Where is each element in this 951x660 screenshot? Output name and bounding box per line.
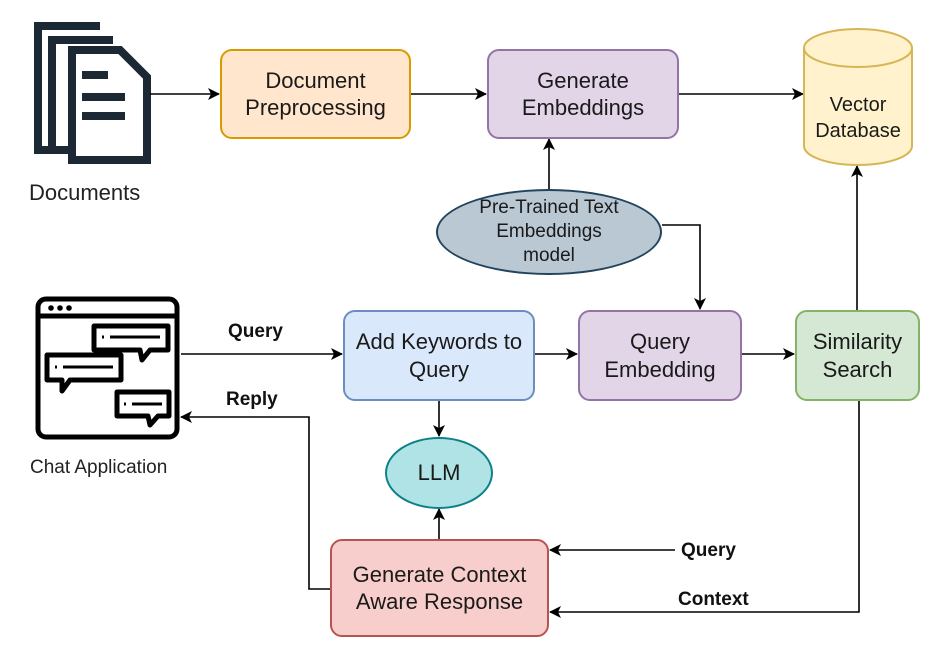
edge-label-query-bottom: Query: [681, 540, 736, 561]
edge-label-context: Context: [678, 589, 749, 610]
edge-label-query-top: Query: [228, 321, 283, 342]
documents-label: Documents: [29, 180, 141, 205]
vector-database-cylinder: [803, 28, 913, 166]
edge-similarity-to-response: [549, 401, 860, 618]
query-embedding-node: Query Embedding: [578, 310, 742, 401]
llm-node: LLM: [385, 437, 493, 509]
vector-database-label: Vector Database: [815, 94, 901, 142]
edge-model-to-query-embedding: [662, 224, 706, 310]
edge-label-reply: Reply: [226, 389, 278, 410]
documents-icon: [34, 22, 151, 164]
chat-window-icon: [35, 296, 180, 440]
generate-embeddings-node: Generate Embeddings: [487, 49, 679, 139]
pretrained-text-embeddings-model-node: Pre-Trained Text Embeddings model: [436, 189, 662, 275]
similarity-search-node: Similarity Search: [795, 310, 920, 401]
edge-response-to-chat: [180, 411, 330, 590]
chat-application-label: Chat Application: [30, 457, 168, 478]
generate-context-aware-response-node: Generate Context Aware Response: [330, 539, 549, 637]
document-preprocessing-node: Document Preprocessing: [220, 49, 411, 139]
add-keywords-to-query-node: Add Keywords to Query: [343, 310, 535, 401]
